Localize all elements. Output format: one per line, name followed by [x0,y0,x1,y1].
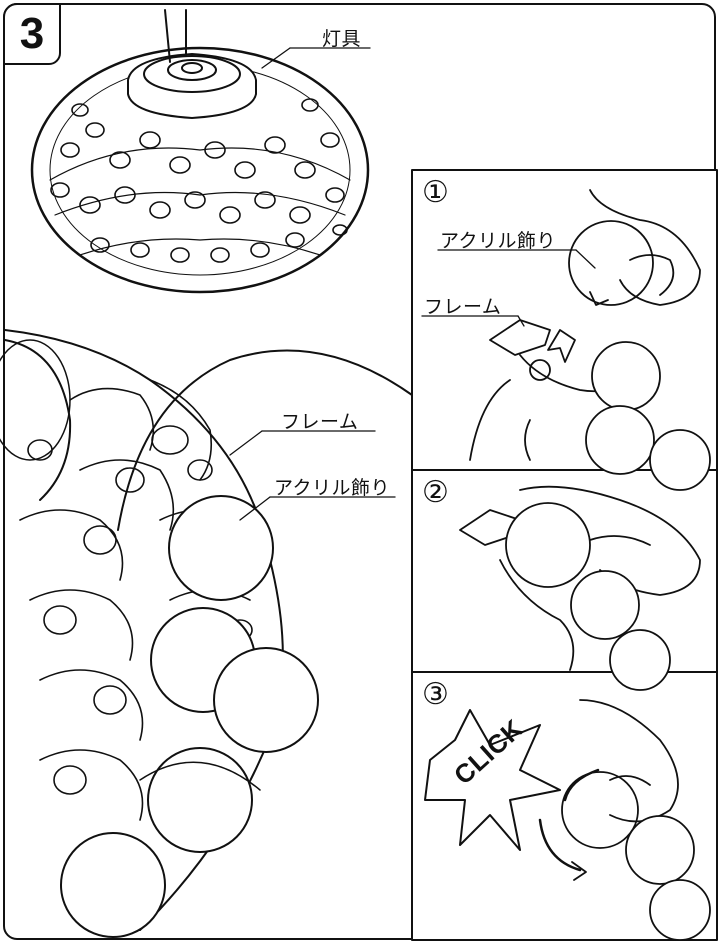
frame-label: フレーム [281,411,359,433]
closeup-arc [117,349,413,531]
inset-3-drawing [424,699,711,941]
substep-3-number: ③ [422,677,449,712]
substep-1-number: ① [422,175,449,210]
fixture-label: 灯具 [322,28,362,50]
step-number: 3 [19,9,45,58]
closeup-drawing [0,329,319,938]
acrylic-label: アクリル飾り [274,477,391,499]
inset-2-drawing [459,485,701,691]
inset-1-acrylic-label: アクリル飾り [440,230,557,252]
inset-1-frame-label: フレーム [424,296,502,318]
substep-2-number: ② [422,475,449,510]
inset-1-drawing [469,189,711,491]
lamp-fixture-drawing [30,9,370,294]
step-number-badge: 3 [3,3,61,65]
